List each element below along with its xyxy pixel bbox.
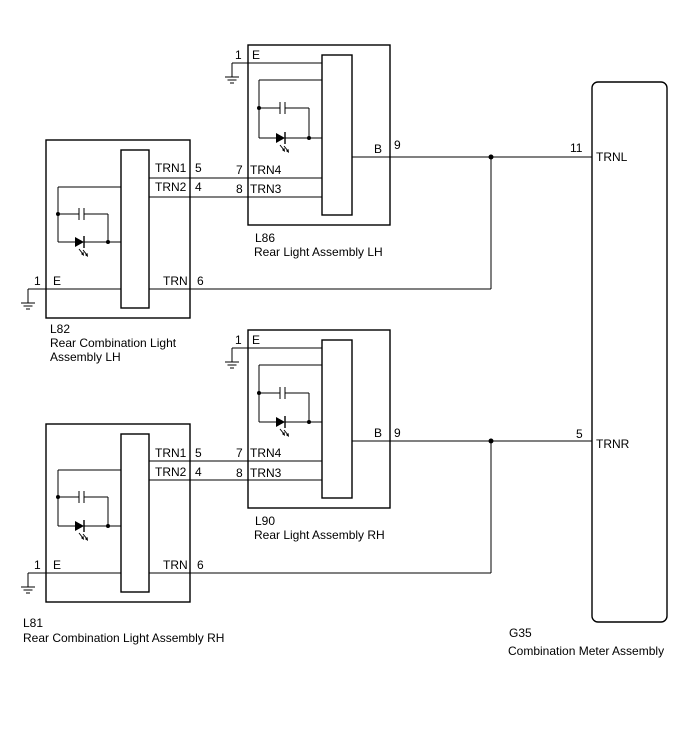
l90-pin-b: 9	[394, 426, 401, 440]
l81-outline	[45, 423, 191, 603]
lh-turn-signal-wiring	[390, 154, 592, 289]
l86-inner-block	[321, 54, 353, 216]
ground-icon	[20, 288, 36, 310]
l82-term-e: E	[53, 274, 61, 288]
l81-pin-trn: 6	[197, 558, 204, 572]
l90-code: L90	[255, 514, 275, 528]
g35-term-trnr: TRNR	[596, 437, 630, 451]
l90-rear-light-assembly-rh: 1 E B 9 7 TRN4 8 TRN3 L90 Rear Light Ass…	[224, 329, 401, 542]
l82-outline	[45, 139, 191, 319]
ground-icon	[224, 347, 240, 369]
l86-code: L86	[255, 231, 275, 245]
l82-inner-block	[120, 149, 150, 309]
junction-dot-icon	[488, 438, 494, 444]
l82-name-line1: Rear Combination Light	[50, 336, 177, 350]
l86-term-b: B	[374, 142, 382, 156]
l86-term-trn3: TRN3	[250, 182, 282, 196]
capacitor-icon	[69, 207, 94, 221]
g35-combination-meter-assembly: 11 TRNL 5 TRNR G35 Combination Meter Ass…	[508, 81, 668, 658]
l81-pin-trn2: 4	[195, 465, 202, 479]
l81-rear-combination-light-assembly-rh: TRN1 5 TRN2 4 1 E TRN 6 L81 Rear Combina…	[20, 423, 491, 645]
g35-term-trnl: TRNL	[596, 150, 628, 164]
led-icon	[74, 519, 89, 542]
l82-rear-combination-light-assembly-lh: TRN1 5 TRN2 4 1 E TRN 6 L82 Rear Combina…	[20, 139, 491, 364]
ground-icon	[20, 572, 36, 594]
l90-term-e: E	[252, 333, 260, 347]
l90-pin-trn4: 7	[236, 446, 243, 460]
g35-pin-trnl: 11	[570, 141, 583, 155]
l86-outline	[247, 44, 391, 226]
l90-outline	[247, 329, 391, 509]
l81-pin-e: 1	[34, 558, 41, 572]
capacitor-icon	[270, 386, 295, 400]
l82-term-trn1: TRN1	[155, 161, 187, 175]
l90-term-trn4: TRN4	[250, 446, 282, 460]
l81-inner-block	[120, 433, 150, 593]
l90-term-trn3: TRN3	[250, 466, 282, 480]
l82-pin-e: 1	[34, 274, 41, 288]
l81-internal-circuit	[56, 469, 121, 542]
l82-name-line2: Assembly LH	[50, 350, 121, 364]
g35-code: G35	[509, 626, 532, 640]
l81-term-e: E	[53, 558, 61, 572]
l86-rear-light-assembly-lh: 1 E B 9 7 TRN4 8 TRN3 L86 Rear Light Ass…	[224, 44, 401, 259]
l81-term-trn: TRN	[163, 558, 188, 572]
l81-pin-trn1: 5	[195, 446, 202, 460]
l86-pin-b: 9	[394, 138, 401, 152]
l90-term-b: B	[374, 426, 382, 440]
l81-term-trn2: TRN2	[155, 465, 187, 479]
l82-internal-circuit	[56, 186, 121, 258]
capacitor-icon	[69, 490, 94, 504]
rh-turn-signal-wiring	[390, 438, 592, 573]
l90-inner-block	[321, 339, 353, 499]
junction-dot-icon	[488, 154, 494, 160]
l82-pin-trn1: 5	[195, 161, 202, 175]
l82-code: L82	[50, 322, 70, 336]
g35-pin-trnr: 5	[576, 427, 583, 441]
led-icon	[275, 415, 290, 438]
g35-name: Combination Meter Assembly	[508, 644, 664, 658]
l90-pin-e: 1	[235, 333, 242, 347]
l86-pin-e: 1	[235, 48, 242, 62]
l82-term-trn: TRN	[163, 274, 188, 288]
led-icon	[74, 235, 89, 258]
capacitor-icon	[270, 101, 295, 115]
led-icon	[275, 131, 290, 154]
l90-name: Rear Light Assembly RH	[254, 528, 385, 542]
l86-term-e: E	[252, 48, 260, 62]
l90-internal-circuit	[257, 364, 322, 438]
g35-outline	[591, 81, 668, 623]
l86-term-trn4: TRN4	[250, 163, 282, 177]
l82-pin-trn2: 4	[195, 180, 202, 194]
l86-pin-trn4: 7	[236, 163, 243, 177]
ground-icon	[224, 62, 240, 84]
l82-term-trn2: TRN2	[155, 180, 187, 194]
l86-name: Rear Light Assembly LH	[254, 245, 383, 259]
l82-pin-trn: 6	[197, 274, 204, 288]
l81-code: L81	[23, 616, 43, 630]
l81-name: Rear Combination Light Assembly RH	[23, 631, 224, 645]
l86-internal-circuit	[257, 79, 322, 154]
l81-term-trn1: TRN1	[155, 446, 187, 460]
l86-pin-trn3: 8	[236, 182, 243, 196]
l90-pin-trn3: 8	[236, 466, 243, 480]
